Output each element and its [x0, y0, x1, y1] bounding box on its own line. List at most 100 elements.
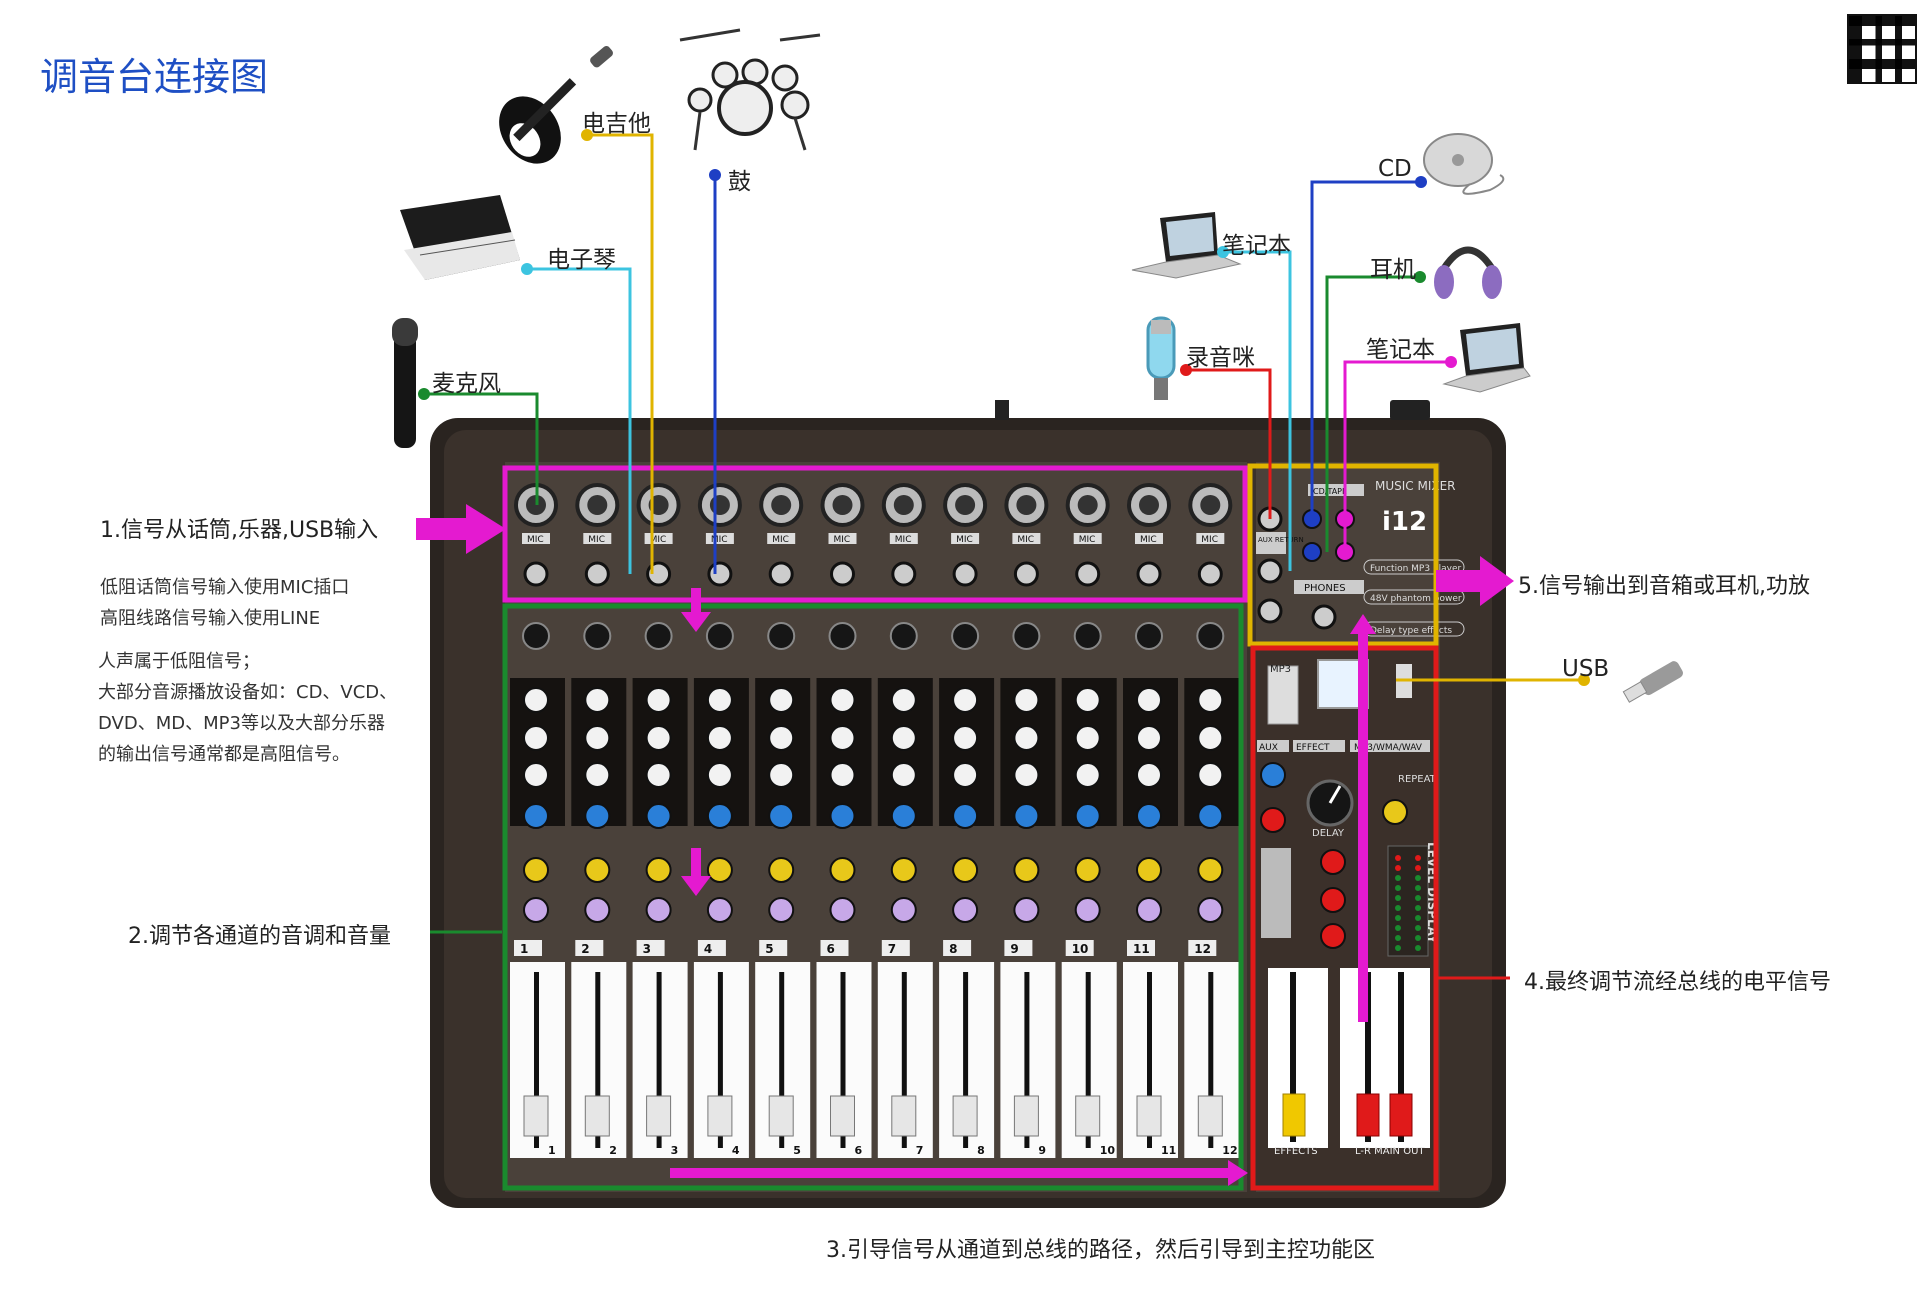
- mic-plate: [522, 533, 550, 544]
- fader-cap: [952, 1095, 978, 1137]
- pan-knob: [1136, 897, 1162, 923]
- fader-slot: [963, 972, 969, 1148]
- label-laptop-in: 笔记本: [1222, 233, 1291, 259]
- mic-input-core: [1077, 495, 1098, 515]
- fader-slot: [779, 972, 785, 1148]
- trim-knob: [828, 622, 857, 650]
- trim-knob: [644, 622, 673, 650]
- label-keyboard: 电子琴: [547, 247, 616, 273]
- channel-tag: [881, 940, 910, 956]
- phones-label: PHONES: [1304, 583, 1346, 594]
- note-line-input: 高阻线路信号输入使用LINE: [100, 608, 321, 629]
- laptop-icon: [1131, 212, 1242, 279]
- eq-knob: [1136, 762, 1162, 788]
- main-fader-scale: [1340, 968, 1430, 1148]
- eq-knob: [1074, 762, 1101, 788]
- fx-knob: [1074, 857, 1101, 883]
- mic-label: MIC: [834, 535, 851, 545]
- level-led: [1415, 935, 1421, 941]
- format-button: [1350, 740, 1430, 752]
- eq-knob: [768, 725, 795, 751]
- note-vocal: 人声属于低阻信号；: [98, 651, 260, 672]
- mic-input-core: [771, 495, 792, 515]
- fx-return-knob: [1260, 807, 1286, 833]
- master-section: MP3 AUX EFFECT MP3/WMA/WAV DELAY REPEAT …: [1256, 650, 1439, 1190]
- mic-input-core: [893, 495, 914, 515]
- mon-knob: [890, 803, 917, 829]
- output-frame: [1247, 463, 1439, 647]
- eq-knob: [952, 725, 979, 751]
- level-led: [1415, 945, 1421, 951]
- fader-cap: [830, 1095, 855, 1137]
- eq-knob: [523, 725, 549, 751]
- mon-knob: [768, 803, 795, 829]
- label-drum: 鼓: [728, 169, 751, 195]
- eq-knob: [890, 762, 917, 788]
- page-title: 调音台连接图: [40, 55, 269, 99]
- level-led: [1395, 865, 1401, 871]
- label-headphones: 耳机: [1370, 257, 1416, 283]
- channel-number-bottom: 4: [732, 1144, 740, 1157]
- eq-knob: [1013, 687, 1040, 713]
- mic-plate: [767, 533, 796, 544]
- mic-plate: [1012, 533, 1041, 544]
- channel-number: 5: [765, 942, 773, 956]
- mon-knob: [645, 803, 672, 829]
- level-leds: [1395, 855, 1421, 951]
- bus-right-arrow: [670, 1160, 1248, 1186]
- lr-label: L-R MAIN OUT: [1355, 1146, 1425, 1157]
- pan-knob: [1074, 897, 1101, 923]
- label-cd: CD: [1378, 156, 1412, 182]
- channel-number: 11: [1133, 942, 1150, 956]
- drum-kit-icon: [679, 28, 821, 151]
- laptop-right-icon: [1442, 323, 1531, 393]
- trim-knob: [705, 622, 734, 650]
- function-mp3-box: [1363, 559, 1465, 575]
- phantom-label: 48V phantom power: [1370, 594, 1462, 604]
- channel-tag: [943, 940, 972, 956]
- input-frame: [502, 465, 1248, 603]
- note-sources-3: 的输出信号通常都是高阻信号。: [98, 744, 350, 765]
- eq-knob: [1136, 725, 1162, 751]
- pan-knob: [1013, 897, 1040, 923]
- eq-knob: [1136, 687, 1162, 713]
- eq-knob: [1197, 762, 1224, 788]
- qr-code: [1847, 14, 1917, 84]
- mic-plate: [705, 533, 734, 544]
- mic-input-core: [1200, 495, 1221, 515]
- label-recording-mic: 录音咪: [1186, 345, 1255, 371]
- fx-knob: [645, 857, 672, 883]
- laptop-in-line: [1223, 250, 1292, 571]
- level-led: [1395, 875, 1401, 881]
- mic-input-core: [587, 495, 608, 515]
- mic-label: MIC: [650, 535, 667, 545]
- fx-knob: [584, 857, 611, 883]
- eq-knob: [952, 762, 979, 788]
- fader-cap: [707, 1095, 733, 1137]
- channel-number-bottom: 11: [1161, 1144, 1176, 1157]
- headphone-line: [1325, 275, 1420, 552]
- label-guitar: 电吉他: [582, 111, 651, 137]
- keyboard-line: [527, 267, 632, 574]
- rec-mic-line: [1186, 368, 1272, 519]
- line-input-jack: [523, 561, 549, 587]
- switch-panel: [1261, 848, 1291, 938]
- step-3: 3.引导信号从通道到总线的路径，然后引导到主控功能区: [826, 1238, 1375, 1263]
- eq-knob: [829, 687, 856, 713]
- level-led: [1395, 885, 1401, 891]
- channel-number: 6: [827, 942, 835, 956]
- mic-input-core: [709, 495, 730, 515]
- eq-knob: [523, 762, 549, 788]
- phones-jack: [1311, 604, 1337, 630]
- line-input-jack: [584, 561, 610, 587]
- level-led: [1395, 945, 1401, 951]
- fader-slot: [1147, 972, 1152, 1148]
- eq-knob: [584, 725, 611, 751]
- delay-effects-label: Delay type effects: [1370, 626, 1452, 636]
- mic-input-core: [1016, 495, 1037, 515]
- channel-number: 1: [520, 942, 528, 956]
- fader-cap: [584, 1095, 610, 1137]
- signal-down-arrow-2: [681, 848, 711, 896]
- channel-number-bottom: 8: [977, 1144, 985, 1157]
- pan-knob: [584, 897, 611, 923]
